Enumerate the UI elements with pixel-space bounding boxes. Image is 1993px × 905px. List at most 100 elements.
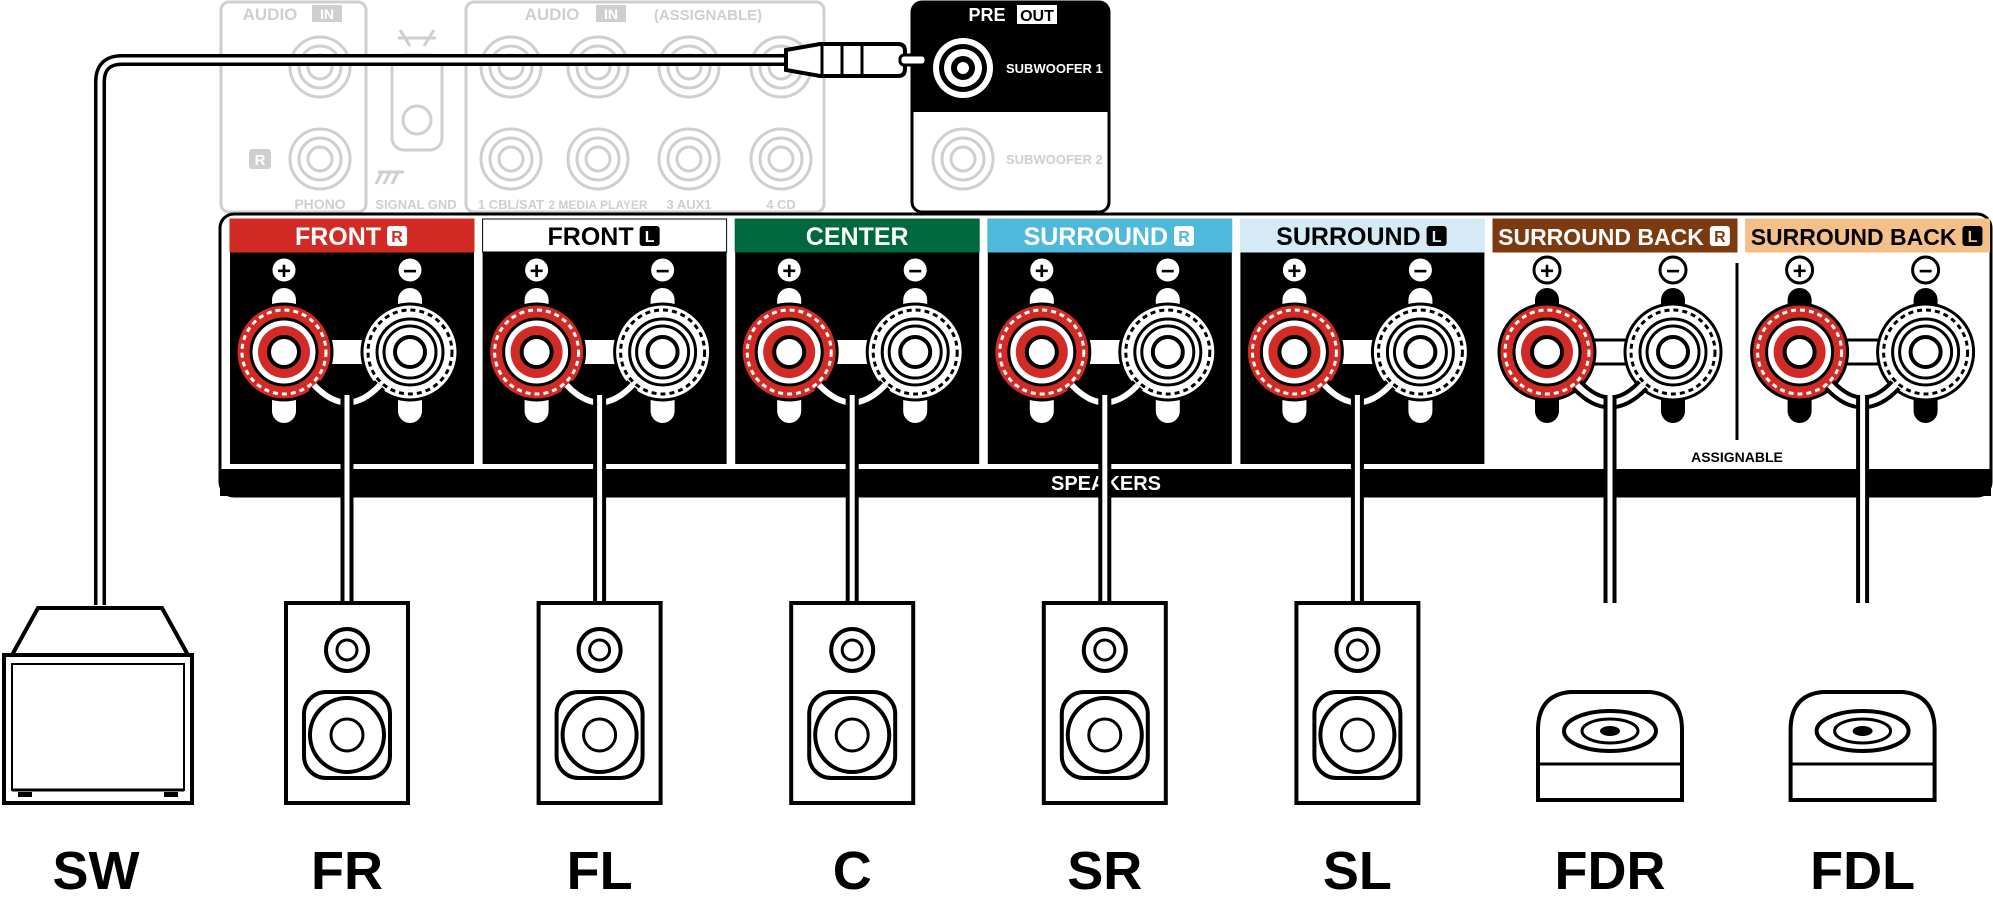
minus-symbol-5: − — [1405, 255, 1435, 285]
terminal-negative-4 — [1118, 302, 1218, 402]
channel-section-5: SURROUND L + − — [1239, 218, 1485, 464]
channel-label-7: SURROUND BACK — [1751, 224, 1957, 250]
subwoofer-1-jack — [933, 38, 993, 98]
jack-label-media-player: 2 MEDIA PLAYER — [548, 198, 647, 212]
jack-label-aux1: 3 AUX1 — [666, 197, 711, 212]
subwoofer-2-label: SUBWOOFER 2 — [1006, 152, 1103, 167]
rca-jack-4-1 — [657, 35, 721, 99]
jack-label-phono: PHONO — [294, 196, 345, 212]
audio-in-header-2: AUDIO IN (ASSIGNABLE) — [525, 5, 762, 24]
svg-text:−: − — [403, 258, 417, 285]
channel-label-5: SURROUND — [1276, 223, 1420, 251]
plus-symbol-4: + — [1027, 255, 1057, 285]
channel-side-7: L — [1968, 229, 1978, 246]
svg-text:−: − — [1161, 258, 1175, 285]
rca-jack-2-1 — [479, 35, 543, 99]
terminal-positive-2 — [487, 302, 587, 402]
terminal-positive-1 — [234, 302, 334, 402]
jack-label-signal-gnd: SIGNAL GND — [375, 197, 456, 212]
channel-side-4: R — [1178, 229, 1190, 246]
channel-label-3: CENTER — [806, 223, 909, 251]
terminal-positive-4 — [992, 302, 1092, 402]
minus-symbol-4: − — [1153, 255, 1183, 285]
subwoofer-1-label: SUBWOOFER 1 — [1006, 61, 1103, 76]
channel-label-1: FRONT — [295, 223, 381, 251]
svg-text:+: + — [1540, 258, 1554, 285]
r-mark-text: R — [255, 152, 266, 169]
plus-symbol-7: + — [1785, 255, 1815, 285]
terminal-positive-7 — [1750, 302, 1850, 402]
plus-symbol-1: + — [269, 255, 299, 285]
rca-jack-4-2 — [657, 127, 721, 191]
speaker-label-sr: SR — [1067, 841, 1142, 901]
ground-symbol — [374, 170, 404, 185]
svg-text:+: + — [782, 258, 796, 285]
channel-section-7: SURROUND BACK L + − — [1745, 218, 1991, 423]
audio-in-title-2: AUDIO — [525, 5, 580, 24]
minus-symbol-6: − — [1658, 255, 1688, 285]
speaker-fr: FR — [284, 395, 410, 901]
audio-in-assignable-note: (ASSIGNABLE) — [654, 7, 762, 24]
terminal-positive-6 — [1497, 302, 1597, 402]
audio-in-badge-2: IN — [604, 6, 618, 22]
terminal-positive-5 — [1244, 302, 1344, 402]
minus-symbol-3: − — [900, 255, 930, 285]
pre-out-title: PRE — [968, 5, 1005, 25]
speaker-fl: FL — [536, 395, 663, 901]
terminal-positive-3 — [739, 302, 839, 402]
audio-in-header-1: AUDIO IN — [243, 5, 342, 24]
terminal-negative-7 — [1876, 302, 1976, 402]
speaker-label-c: C — [833, 841, 872, 901]
terminal-negative-5 — [1370, 302, 1470, 402]
rca-jack-3-2 — [566, 127, 630, 191]
audio-in-group-1 — [219, 0, 368, 214]
svg-text:−: − — [656, 258, 670, 285]
subwoofer-2-jack — [931, 127, 995, 191]
rca-jack-2-2 — [479, 127, 543, 191]
speaker-label-fr: FR — [311, 841, 383, 901]
r-mark: R — [249, 149, 271, 169]
audio-in-badge-1: IN — [320, 6, 334, 22]
speaker-label-sl: SL — [1323, 841, 1392, 901]
terminal-negative-3 — [865, 302, 965, 402]
speaker-sw: SW — [2, 606, 194, 901]
speaker-label-fdr: FDR — [1555, 841, 1666, 901]
speaker-label-sw: SW — [53, 841, 140, 901]
pre-out-badge: OUT — [1020, 8, 1054, 25]
jack-label-cbl-sat: 1 CBL/SAT — [478, 197, 544, 212]
rca-jack-5-2 — [749, 127, 813, 191]
svg-text:+: + — [277, 258, 291, 285]
speaker-sl: SL — [1294, 395, 1421, 901]
plus-symbol-5: + — [1279, 255, 1309, 285]
plus-symbol-6: + — [1532, 255, 1562, 285]
minus-symbol-7: − — [1911, 255, 1941, 285]
terminal-negative-1 — [360, 302, 460, 402]
audio-in-group-2 — [464, 0, 826, 214]
svg-text:−: − — [1919, 258, 1933, 285]
channel-label-6: SURROUND BACK — [1498, 224, 1704, 250]
speaker-label-fdl: FDL — [1810, 841, 1915, 901]
plus-symbol-3: + — [774, 255, 804, 285]
speaker-label-fl: FL — [567, 841, 633, 901]
minus-symbol-2: − — [648, 255, 678, 285]
audio-in-title-1: AUDIO — [243, 5, 298, 24]
channel-section-3: CENTER + − — [734, 218, 980, 464]
channel-side-2: L — [645, 229, 655, 246]
rca-jack-1-1 — [288, 35, 352, 99]
rca-jack-3-1 — [566, 35, 630, 99]
channel-label-2: FRONT — [548, 223, 634, 251]
svg-text:+: + — [1793, 258, 1807, 285]
speaker-c: C — [789, 395, 916, 901]
channel-side-5: L — [1432, 229, 1442, 246]
speaker-fdl: FDL — [1788, 395, 1937, 901]
audio-in-panel — [219, 0, 826, 214]
svg-text:+: + — [1287, 258, 1301, 285]
pre-out-panel: PRE OUT SUBWOOFER 1 SUBWOOFER 2 — [910, 0, 1111, 214]
jack-label-cd: 4 CD — [766, 197, 796, 212]
rca-jack-1-2 — [288, 127, 352, 191]
speaker-fdr: FDR — [1536, 395, 1684, 901]
